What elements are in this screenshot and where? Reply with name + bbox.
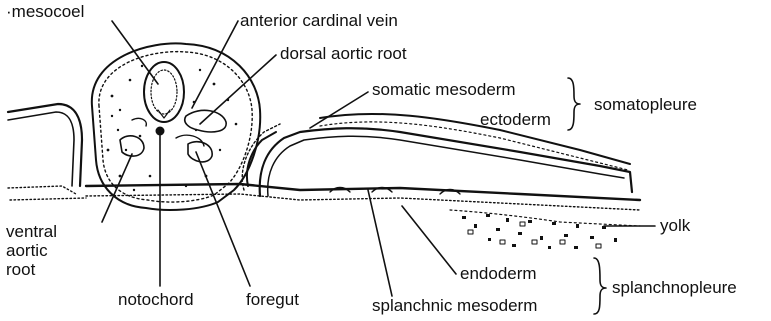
label-endoderm: endoderm bbox=[460, 264, 537, 283]
label-ventral-aortic-root: ventral aortic root bbox=[6, 222, 57, 279]
label-splanchnopleure: splanchnopleure bbox=[612, 278, 737, 297]
label-mesocoel: ·mesocoel bbox=[6, 2, 84, 21]
label-foregut: foregut bbox=[246, 290, 299, 309]
label-somatopleure: somatopleure bbox=[594, 95, 697, 114]
label-splanchnic-mesoderm: splanchnic mesoderm bbox=[372, 296, 537, 315]
label-dorsal-aortic-root: dorsal aortic root bbox=[280, 44, 407, 63]
label-notochord: notochord bbox=[118, 290, 194, 309]
label-ventral-aortic-root-line-2: aortic bbox=[6, 241, 57, 260]
label-anterior-cardinal-vein: anterior cardinal vein bbox=[240, 11, 398, 30]
label-ventral-aortic-root-line-1: ventral bbox=[6, 222, 57, 241]
label-yolk: yolk bbox=[660, 216, 690, 235]
label-ectoderm: ectoderm bbox=[480, 110, 551, 129]
label-ventral-aortic-root-line-3: root bbox=[6, 260, 57, 279]
label-somatic-mesoderm: somatic mesoderm bbox=[372, 80, 516, 99]
